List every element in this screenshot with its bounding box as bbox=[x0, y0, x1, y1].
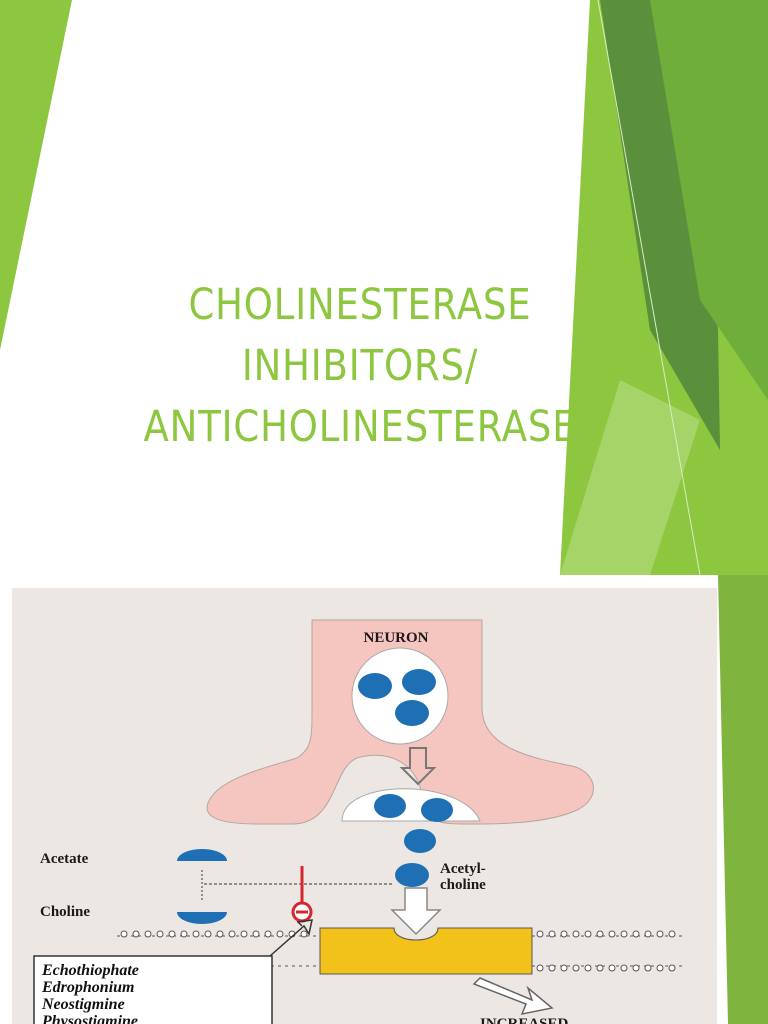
right-lower-strip bbox=[718, 575, 768, 1024]
right-green-facet bbox=[560, 380, 700, 575]
acetylcholine-label-line1: Acetyl- bbox=[440, 861, 486, 877]
acetate-label: Acetate bbox=[40, 851, 89, 867]
choline-half bbox=[177, 912, 227, 924]
postsynaptic-membrane bbox=[117, 935, 682, 967]
slide-title: CHOLINESTERASE INHIBITORS/ ANTICHOLINEST… bbox=[102, 275, 618, 458]
ach-molecule bbox=[421, 798, 453, 822]
synapse-figure: NEURON Acetate Choline Acetyl- choline E… bbox=[12, 588, 717, 1024]
effect-label: INCREASED bbox=[480, 1016, 569, 1024]
effect-arrow bbox=[472, 977, 554, 1016]
title-line-1: CHOLINESTERASE bbox=[188, 280, 532, 330]
acetate-half bbox=[177, 849, 227, 861]
drug-list-box bbox=[33, 955, 273, 1024]
membrane-heads bbox=[120, 930, 676, 972]
drug-callout-arrow bbox=[269, 919, 313, 957]
title-line-2: INHIBITORS/ bbox=[241, 341, 479, 391]
binding-arrow bbox=[390, 887, 442, 936]
right-green-shape-mid bbox=[650, 0, 768, 400]
choline-label: Choline bbox=[40, 904, 90, 920]
neuron-label: NEURON bbox=[363, 630, 428, 646]
drug-name-3: Neostigmine bbox=[41, 996, 125, 1013]
right-thin-line bbox=[597, 0, 701, 576]
acetylcholine-label-line2: choline bbox=[440, 877, 486, 893]
ach-molecule bbox=[374, 794, 406, 818]
title-line-3: ANTICHOLINESTERASE bbox=[143, 402, 577, 452]
ach-molecule bbox=[358, 673, 392, 699]
left-green-strip bbox=[0, 0, 72, 350]
ach-molecule bbox=[404, 829, 436, 853]
release-arrow bbox=[399, 747, 437, 786]
acetylcholine-receptor bbox=[319, 927, 533, 975]
drug-name-4: Physostigmine bbox=[41, 1013, 138, 1024]
drug-name-2: Edrophonium bbox=[41, 979, 134, 996]
drug-name-1: Echothiophate bbox=[41, 962, 139, 979]
ach-molecule bbox=[402, 669, 436, 695]
ach-molecule-released bbox=[395, 863, 429, 887]
ach-molecule bbox=[395, 700, 429, 726]
